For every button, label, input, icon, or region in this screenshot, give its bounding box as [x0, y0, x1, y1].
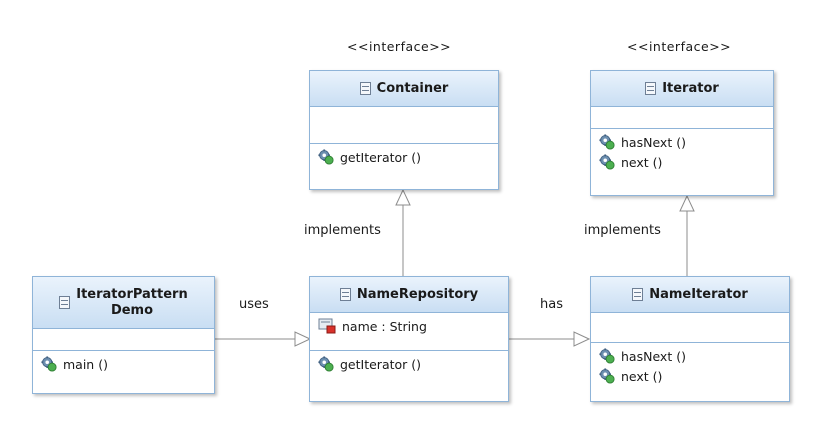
container-header: Container: [310, 71, 498, 107]
attribute-label: name : String: [342, 318, 427, 334]
public-method-gear-icon: [318, 149, 334, 165]
method-label: main (): [63, 356, 108, 372]
nameiterator-methods: hasNext () next (): [591, 343, 789, 389]
nameiterator-class[interactable]: NameIterator hasNext () next (): [590, 276, 790, 402]
method-row[interactable]: main (): [41, 354, 206, 374]
method-row[interactable]: next (): [599, 366, 781, 386]
nameiterator-name: NameIterator: [649, 286, 748, 302]
nameiterator-header: NameIterator: [591, 277, 789, 313]
container-attributes: [310, 107, 498, 144]
uses-arrowhead: [294, 331, 312, 347]
demo-name-line2: Demo: [110, 302, 154, 318]
public-method-gear-icon: [318, 356, 334, 372]
method-label: getIterator (): [340, 149, 422, 165]
class-icon: [359, 82, 371, 95]
public-method-gear-icon: [599, 348, 615, 364]
iterator-class[interactable]: Iterator hasNext () next (): [590, 70, 774, 196]
demo-class[interactable]: IteratorPattern Demo main (): [32, 276, 215, 394]
demo-name-line1: IteratorPattern: [76, 286, 188, 302]
namerepository-name: NameRepository: [356, 286, 479, 302]
implements-label-iterator: implements: [584, 223, 661, 238]
method-row[interactable]: hasNext (): [599, 132, 765, 152]
public-method-gear-icon: [599, 154, 615, 170]
iterator-stereotype: <<interface>>: [627, 39, 732, 54]
method-row[interactable]: getIterator (): [318, 147, 490, 167]
namerepository-header: NameRepository: [310, 277, 508, 313]
iterator-name: Iterator: [662, 80, 719, 96]
method-row[interactable]: hasNext (): [599, 346, 781, 366]
class-icon: [59, 296, 71, 309]
method-label: getIterator (): [340, 356, 422, 372]
realization-arrowhead-container: [395, 188, 411, 206]
method-label: hasNext (): [621, 348, 686, 364]
attribute-row[interactable]: name : String: [318, 316, 500, 336]
namerepository-class[interactable]: NameRepository name : String getIterator…: [309, 276, 509, 402]
iterator-methods: hasNext () next (): [591, 129, 773, 175]
demo-header: IteratorPattern Demo: [33, 277, 214, 329]
public-method-gear-icon: [599, 134, 615, 150]
container-methods: getIterator (): [310, 144, 498, 170]
class-icon: [632, 288, 644, 301]
namerepository-methods: getIterator (): [310, 351, 508, 377]
method-label: hasNext (): [621, 134, 686, 150]
has-arrowhead: [573, 331, 591, 347]
namerepository-attributes: name : String: [310, 313, 508, 351]
public-method-gear-icon: [41, 356, 57, 372]
public-method-gear-icon: [599, 368, 615, 384]
container-class[interactable]: Container getIterator (): [309, 70, 499, 190]
class-icon: [339, 288, 351, 301]
class-icon: [645, 82, 657, 95]
method-label: next (): [621, 368, 663, 384]
uses-label: uses: [239, 297, 269, 312]
demo-attributes: [33, 329, 214, 351]
implements-label-container: implements: [304, 223, 381, 238]
method-row[interactable]: getIterator (): [318, 354, 500, 374]
iterator-attributes: [591, 107, 773, 129]
private-field-icon: [318, 317, 336, 335]
demo-name: IteratorPattern Demo: [76, 287, 187, 319]
method-label: next (): [621, 154, 663, 170]
has-label: has: [540, 297, 563, 312]
method-row[interactable]: next (): [599, 152, 765, 172]
realization-arrowhead-iterator: [679, 194, 695, 212]
container-name: Container: [376, 80, 449, 96]
container-stereotype: <<interface>>: [347, 39, 452, 54]
demo-methods: main (): [33, 351, 214, 377]
iterator-header: Iterator: [591, 71, 773, 107]
nameiterator-attributes: [591, 313, 789, 343]
